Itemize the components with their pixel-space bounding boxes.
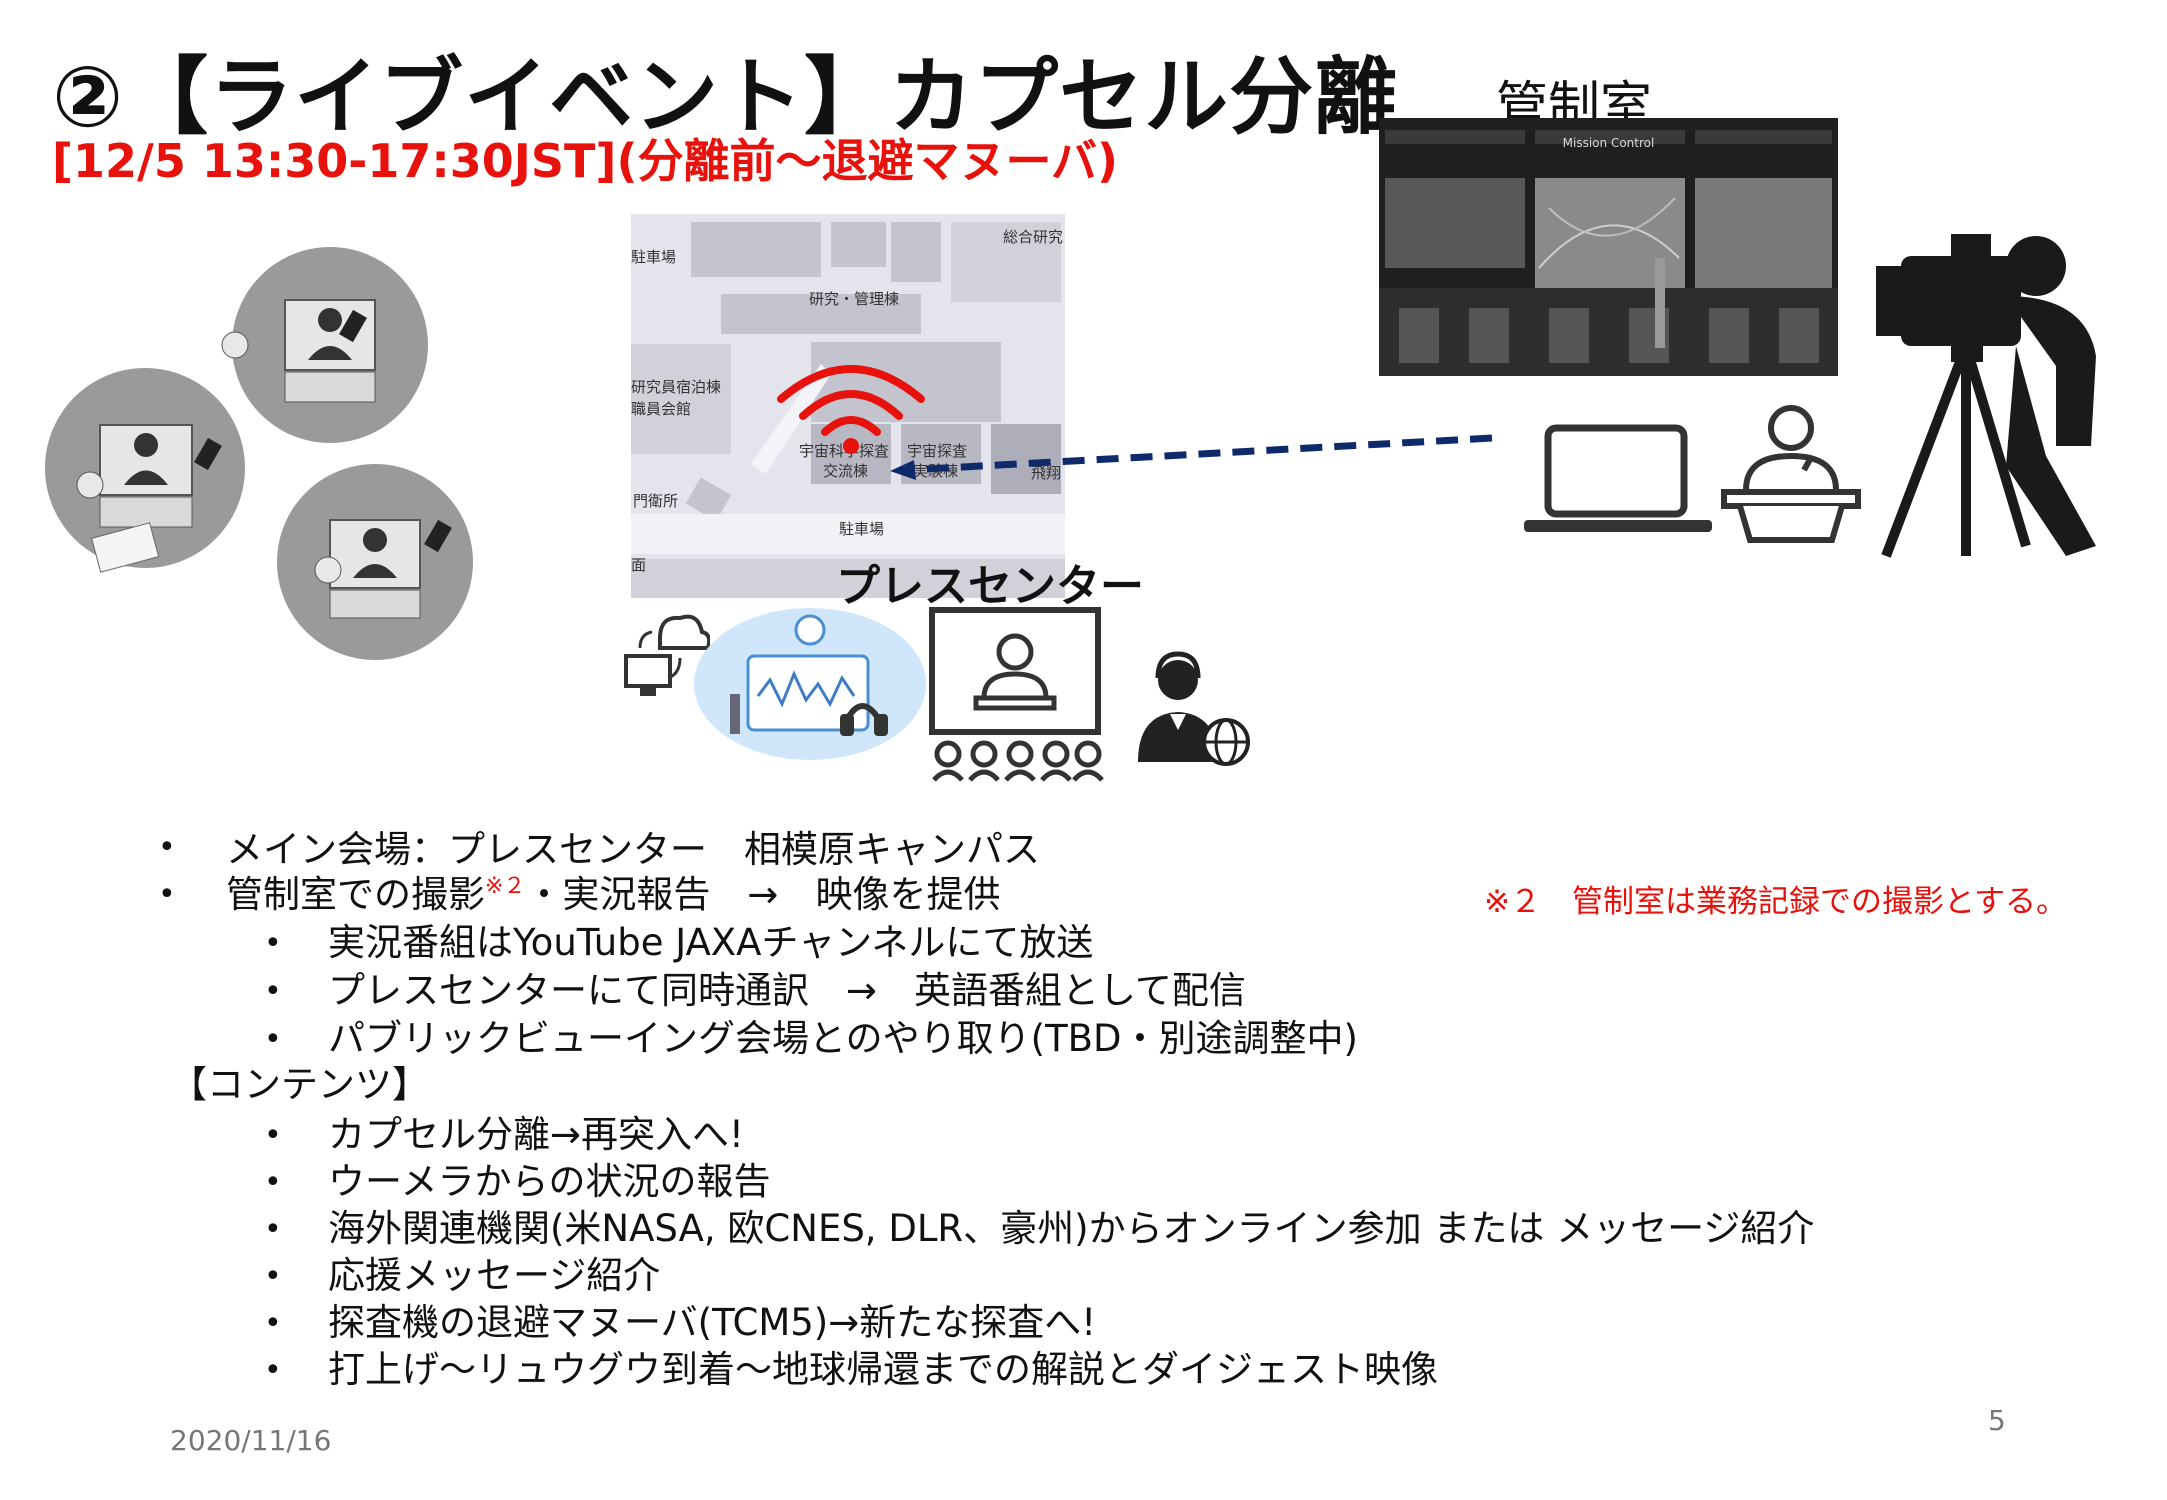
remote-participant-circle <box>221 247 428 443</box>
control-room-photo: Mission Control <box>1379 118 1838 376</box>
map-label-gate: 門衛所 <box>633 492 679 510</box>
camera-operator-icon <box>1876 234 2096 558</box>
broadcast-studio-illustration <box>694 608 926 760</box>
sub-bullet-dot: • <box>264 926 282 961</box>
remote-participant-circle <box>45 368 245 573</box>
cloud-sync-icon <box>624 614 710 696</box>
contents-bullet-dot: • <box>264 1259 282 1294</box>
note-mark: ※２ <box>485 874 526 899</box>
bullet-main-venue: メイン会場：プレスセンター 相模原キャンパス <box>226 828 1040 871</box>
contents-item: カプセル分離→再突入へ! <box>328 1113 744 1156</box>
map-label-parking-south: 駐車場 <box>839 520 885 538</box>
contents-bullet-dot: • <box>264 1165 282 1200</box>
contents-bullet-dot: • <box>264 1212 282 1247</box>
speaker-podium-icon <box>1721 405 1861 543</box>
presentation-audience-icon <box>929 607 1104 782</box>
contents-item: 探査機の退避マヌーバ(TCM5)→新たな探査へ! <box>328 1301 1097 1344</box>
feed-arrow <box>890 434 1493 480</box>
remote-participants-illustration <box>45 247 473 660</box>
map-label-exploration-1: 宇宙探査 <box>907 442 968 460</box>
page-number: 5 <box>1988 1404 2006 1437</box>
slide-subtitle: [12/5 13:30-17:30JST](分離前～退避マヌーバ) <box>52 134 1119 188</box>
contents-heading: 【コンテンツ】 <box>170 1063 429 1106</box>
campus-map: 駐車場 総合研究 研究・管理棟 研究員宿泊棟 職員会館 宇宙科学探査 交流棟 宇… <box>631 214 1065 598</box>
contents-bullet-dot: • <box>264 1118 282 1153</box>
bullet-control-room-text-after: ・実況報告 → 映像を提供 <box>525 873 1001 916</box>
press-center-label: プレスセンター <box>836 561 1144 612</box>
sub-bullet-dot: • <box>264 1022 282 1057</box>
footnote: ※２ 管制室は業務記録での撮影とする。 <box>1484 884 2068 920</box>
mission-control-screen-text: Mission Control <box>1562 136 1655 150</box>
map-label-science-exchange-2: 交流棟 <box>823 462 869 480</box>
contents-item: 打上げ～リュウグウ到着～地球帰還までの解説とダイジェスト映像 <box>328 1348 1438 1391</box>
control-room-screens <box>1379 118 1838 376</box>
laptop-icon <box>1524 424 1712 532</box>
contents-item: 応援メッセージ紹介 <box>328 1254 661 1297</box>
footer-date: 2020/11/16 <box>170 1424 332 1457</box>
map-label-flight: 飛翔 <box>1031 464 1062 482</box>
bullet-dot: • <box>158 830 176 865</box>
sub-bullet-dot: • <box>264 974 282 1009</box>
interpreter-headset-globe-icon <box>1138 651 1250 766</box>
map-label-lodging: 研究員宿泊棟 <box>631 378 722 396</box>
remote-participant-circle <box>277 464 473 660</box>
contents-item: 海外関連機関(米NASA, 欧CNES, DLR、豪州)からオンライン参加 また… <box>328 1207 1815 1250</box>
map-label-parking-north: 駐車場 <box>631 248 677 266</box>
map-label-research-admin: 研究・管理棟 <box>809 290 900 308</box>
contents-item: ウーメラからの状況の報告 <box>328 1160 771 1203</box>
sub-bullet-interpretation: プレスセンターにて同時通訳 → 英語番組として配信 <box>328 969 1246 1012</box>
wifi-icon <box>777 365 925 454</box>
map-label-research-center: 総合研究 <box>1003 228 1064 246</box>
contents-bullet-dot: • <box>264 1306 282 1341</box>
contents-bullet-dot: • <box>264 1353 282 1388</box>
bullet-dot: • <box>158 877 176 912</box>
slide-title: ②【ライブイベント】カプセル分離 <box>52 48 1400 146</box>
map-label-science-exchange-1: 宇宙科学探査 <box>799 442 890 460</box>
map-label-bottom-edge: 面 <box>631 556 647 574</box>
sub-bullet-public-viewing: パブリックビューイング会場とのやり取り(TBD・別途調整中) <box>328 1017 1358 1060</box>
map-label-staff-hall: 職員会館 <box>631 400 692 418</box>
campus-map-buildings <box>631 214 1065 598</box>
bullet-control-room-text: 管制室での撮影 <box>226 873 485 916</box>
sub-bullet-youtube: 実況番組はYouTube JAXAチャンネルにて放送 <box>328 921 1094 964</box>
bullet-control-room: 管制室での撮影※２・実況報告 → 映像を提供 <box>226 873 1001 916</box>
